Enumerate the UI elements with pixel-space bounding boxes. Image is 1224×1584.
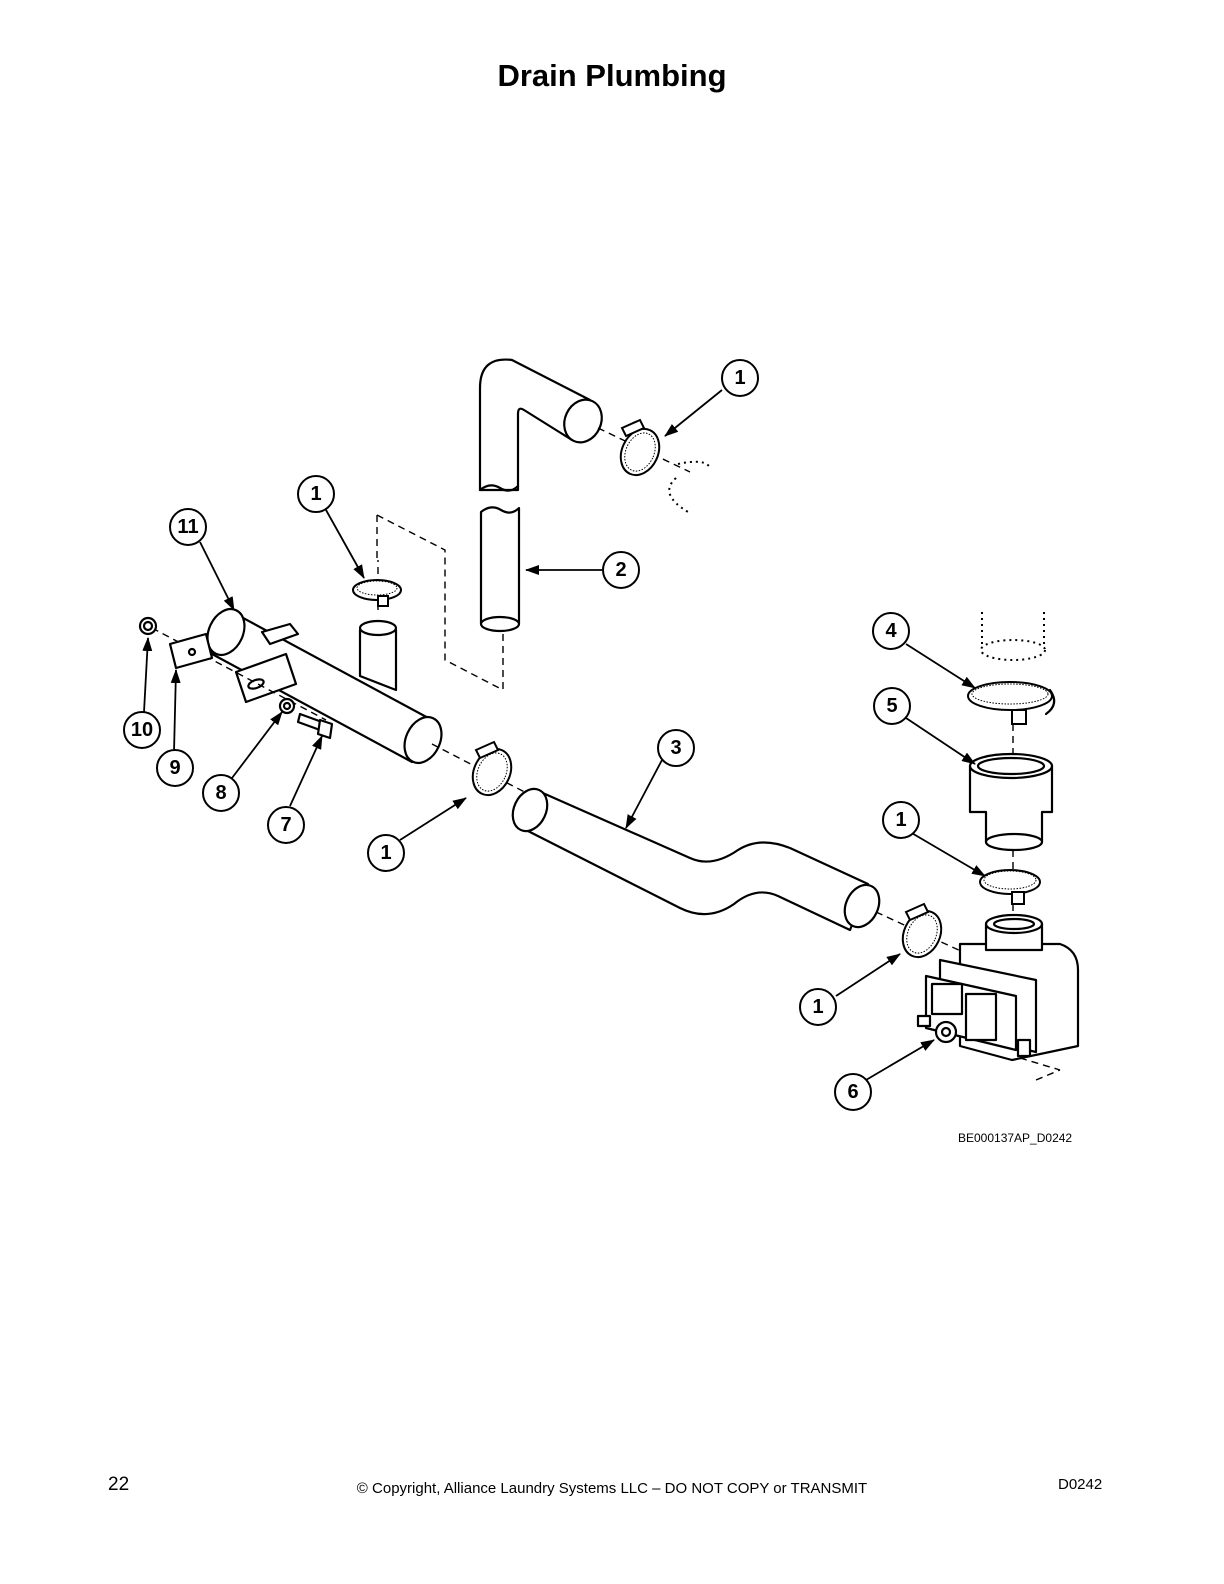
star-washer xyxy=(278,697,296,715)
svg-text:1: 1 xyxy=(380,842,391,864)
callout-9: 9 xyxy=(156,749,194,787)
page-title: Drain Plumbing xyxy=(497,58,727,93)
large-hose-clamp xyxy=(967,681,1056,725)
upstream-pipe-outline xyxy=(980,612,1046,760)
callout-11: 11 xyxy=(169,508,207,546)
hose-clamp xyxy=(901,902,943,959)
copyright-notice: © Copyright, Alliance Laundry Systems LL… xyxy=(356,1480,868,1497)
svg-text:4: 4 xyxy=(885,620,897,642)
drain-valve xyxy=(916,913,1080,1081)
svg-text:10: 10 xyxy=(131,719,153,741)
nut xyxy=(138,616,158,636)
svg-text:8: 8 xyxy=(215,782,226,804)
callout-2: 2 xyxy=(602,551,640,589)
svg-text:7: 7 xyxy=(280,814,291,836)
bolt xyxy=(296,712,334,740)
callout-1: 1 xyxy=(367,834,405,872)
callout-1: 1 xyxy=(721,359,759,397)
svg-text:1: 1 xyxy=(895,809,906,831)
hose-clamp xyxy=(979,869,1041,905)
svg-text:9: 9 xyxy=(169,757,180,779)
document-code: D0242 xyxy=(1058,1476,1103,1493)
assembly-path xyxy=(376,514,504,691)
callout-8: 8 xyxy=(202,774,240,812)
hose-clamp xyxy=(619,418,661,477)
callout-3: 3 xyxy=(657,729,695,767)
callout-4: 4 xyxy=(872,612,910,650)
svg-text:5: 5 xyxy=(886,695,897,717)
tee-pipe xyxy=(151,560,541,801)
figure-reference-id: BE000137AP_D0242 xyxy=(958,1131,1073,1145)
svg-text:11: 11 xyxy=(177,516,198,538)
page-number: 22 xyxy=(108,1474,130,1495)
svg-text:6: 6 xyxy=(847,1081,858,1103)
callout-5: 5 xyxy=(873,687,911,725)
s-drain-hose xyxy=(511,787,977,959)
svg-text:2: 2 xyxy=(615,559,626,581)
svg-text:1: 1 xyxy=(734,367,745,389)
callout-6: 6 xyxy=(834,1073,872,1111)
svg-text:1: 1 xyxy=(812,996,823,1018)
callout-1: 1 xyxy=(799,988,837,1026)
callout-10: 10 xyxy=(123,711,161,749)
svg-text:1: 1 xyxy=(310,483,321,505)
hose-clamp xyxy=(471,740,513,797)
callout-1: 1 xyxy=(297,475,335,513)
mounting-plate xyxy=(168,632,214,670)
callout-1: 1 xyxy=(882,801,920,839)
reducer-coupling xyxy=(968,752,1054,918)
svg-text:3: 3 xyxy=(670,737,681,759)
hose-clamp xyxy=(352,579,402,607)
lower-drain-hose xyxy=(479,506,521,690)
elbow-drain-hose xyxy=(478,358,711,513)
callout-7: 7 xyxy=(267,806,305,844)
